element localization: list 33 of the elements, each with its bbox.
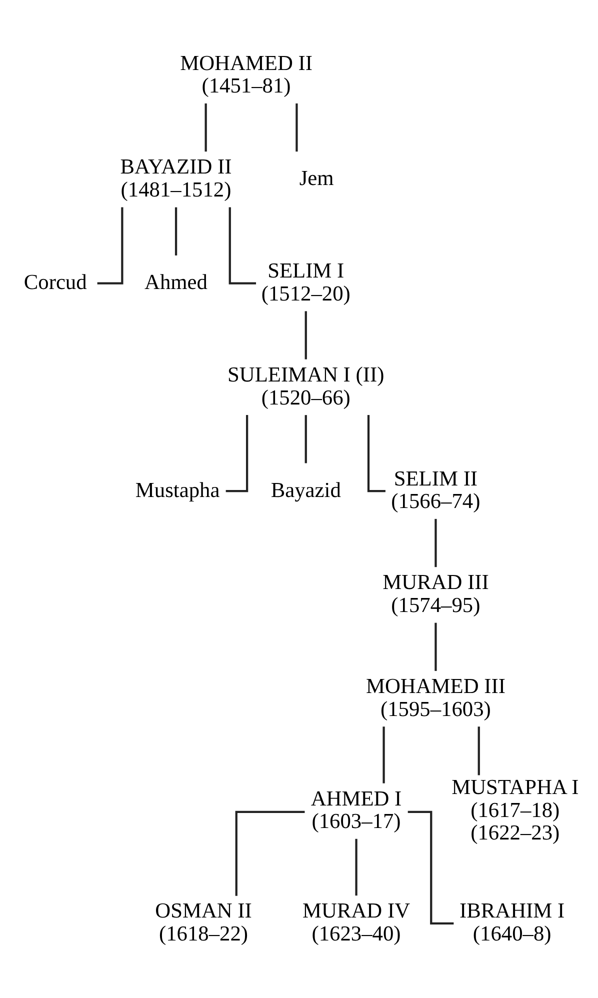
connector bbox=[226, 414, 248, 492]
node-text: SULEIMAN I (II) (1520–66) bbox=[228, 362, 384, 409]
connector bbox=[408, 810, 454, 924]
connector bbox=[434, 622, 437, 670]
node-text: MOHAMED III (1595–1603) bbox=[366, 674, 506, 720]
connector bbox=[382, 726, 385, 783]
node-text: Bayazid bbox=[270, 477, 341, 502]
node-text: BAYAZID II (1481–1512) bbox=[120, 154, 232, 202]
connector bbox=[434, 518, 437, 567]
connector bbox=[174, 206, 178, 255]
node-text: Mustapha bbox=[135, 477, 220, 502]
node-text: MURAD IV (1623–40) bbox=[302, 898, 410, 946]
node-text: IBRAHIM I (1640–8) bbox=[460, 898, 565, 946]
node-text: SELIM I (1512–20) bbox=[261, 258, 350, 305]
connector bbox=[97, 206, 124, 284]
connector bbox=[204, 102, 207, 152]
connector bbox=[296, 102, 298, 152]
connector bbox=[478, 726, 480, 775]
node-text: MURAD III (1574–95) bbox=[382, 570, 489, 617]
node-text: MUSTAPHA I (1617–18) (1622–23) bbox=[452, 774, 579, 844]
node-text: OSMAN II (1618–22) bbox=[155, 898, 252, 946]
node-text: AHMED I (1603–17) bbox=[310, 786, 402, 833]
connector bbox=[355, 838, 358, 896]
connector bbox=[228, 206, 256, 284]
node-text: Ahmed bbox=[144, 270, 208, 294]
connector bbox=[304, 414, 307, 463]
node-text: Corcud bbox=[24, 270, 87, 294]
node-text: Jem bbox=[299, 166, 334, 190]
connector bbox=[367, 414, 386, 492]
connector bbox=[304, 310, 307, 359]
connector bbox=[235, 810, 305, 896]
node-text: MOHAMED II (1451–81) bbox=[180, 50, 313, 98]
node-text: SELIM II (1566–74) bbox=[391, 466, 480, 513]
